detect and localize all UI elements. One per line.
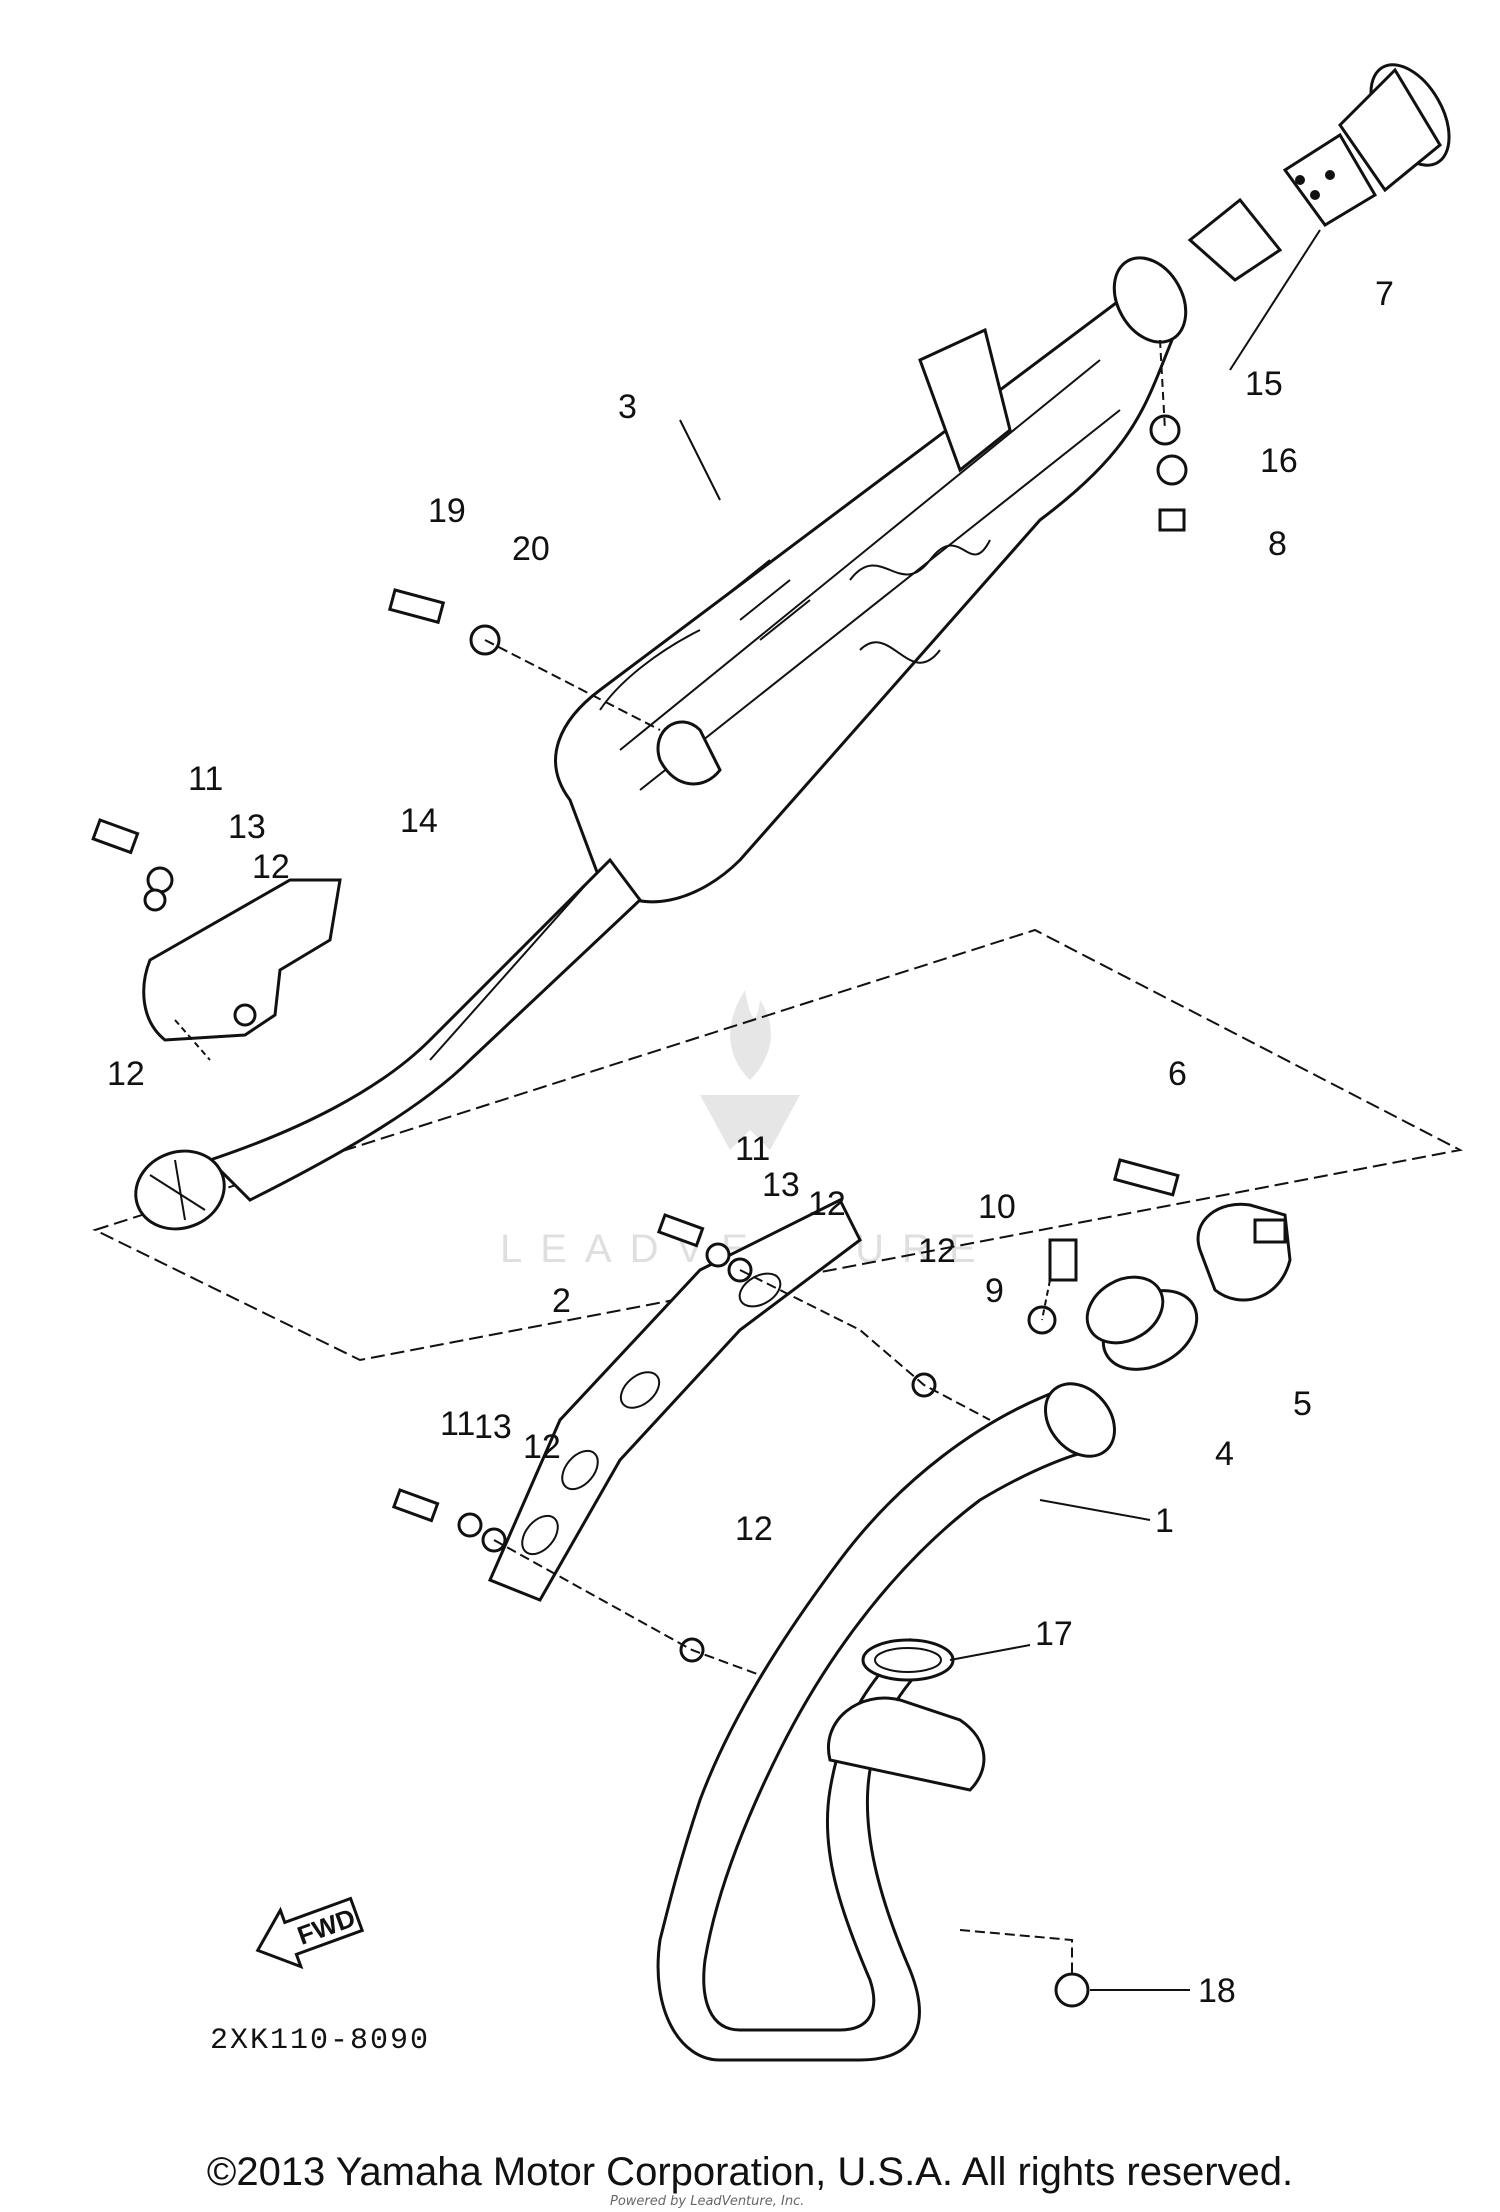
part-label-12f: 12 (735, 1510, 773, 1548)
assembly-frame (92, 928, 1464, 1362)
part-label-20: 20 (512, 530, 550, 568)
part-label-11a: 11 (188, 760, 223, 798)
nut-part-15 (1149, 414, 1181, 446)
part-label-12d: 12 (918, 1232, 956, 1270)
part-label-12c: 12 (808, 1185, 846, 1223)
scan-note: Powered by LeadVenture, Inc. (610, 2194, 805, 2209)
hardware (91, 414, 1188, 2008)
leader-lines (174, 229, 1321, 1991)
part-label-12b: 12 (107, 1055, 145, 1093)
part-label-1: 1 (1155, 1502, 1174, 1540)
sleeve-part-4 (1085, 1275, 1199, 1371)
part-label-9: 9 (985, 1272, 1004, 1310)
muffler-part-3 (134, 256, 1188, 1231)
diagram-code: 2XK110-8090 (210, 2024, 430, 2058)
part-label-19: 19 (428, 492, 466, 530)
washer-part-16 (1156, 454, 1188, 486)
part-label-4: 4 (1215, 1435, 1234, 1473)
bolt-part-11-mid (656, 1213, 705, 1248)
fwd-arrow: FWD (255, 1896, 365, 1970)
part-label-18: 18 (1198, 1972, 1236, 2010)
bolt-part-10 (1048, 1238, 1078, 1282)
part-labels: 1 2 3 4 5 6 7 8 9 10 11 11 11 12 12 12 1… (107, 275, 1394, 2010)
bracket-part-14 (142, 878, 342, 1042)
part-label-8: 8 (1268, 525, 1287, 563)
gasket-part-17 (861, 1638, 955, 1682)
part-label-13b: 13 (762, 1166, 800, 1204)
part-label-16: 16 (1260, 442, 1298, 480)
exhaust-pipe-part-1 (656, 1382, 1116, 2062)
part-label-12e: 12 (523, 1428, 561, 1466)
bolt-part-6 (1112, 1158, 1180, 1197)
part-label-3: 3 (618, 388, 637, 426)
bolt-part-11-top (91, 818, 140, 855)
part-label-11b: 11 (735, 1130, 770, 1168)
part-label-10: 10 (978, 1188, 1016, 1226)
part-label-2: 2 (552, 1282, 571, 1320)
bolt-part-11-low (391, 1488, 440, 1523)
heat-shield-part-2 (488, 1197, 862, 1602)
part-label-5: 5 (1293, 1385, 1312, 1423)
part-label-17: 17 (1035, 1615, 1073, 1653)
part-label-13c: 13 (474, 1408, 512, 1446)
clamp-part-5 (1196, 1202, 1292, 1302)
part-label-14: 14 (400, 802, 438, 840)
end-cap-part-7 (1187, 63, 1451, 282)
part-label-15: 15 (1245, 365, 1283, 403)
copyright-notice: ©2013 Yamaha Motor Corporation, U.S.A. A… (206, 2150, 1294, 2194)
part-label-12a: 12 (252, 848, 290, 886)
nut-part-18 (1054, 1972, 1090, 2008)
part-label-11c: 11 (440, 1405, 475, 1443)
part-label-13a: 13 (228, 808, 266, 846)
bolt-part-19 (387, 588, 446, 625)
part-label-7: 7 (1375, 275, 1394, 313)
bolt-part-8 (1158, 508, 1186, 532)
part-label-6: 6 (1168, 1055, 1187, 1093)
